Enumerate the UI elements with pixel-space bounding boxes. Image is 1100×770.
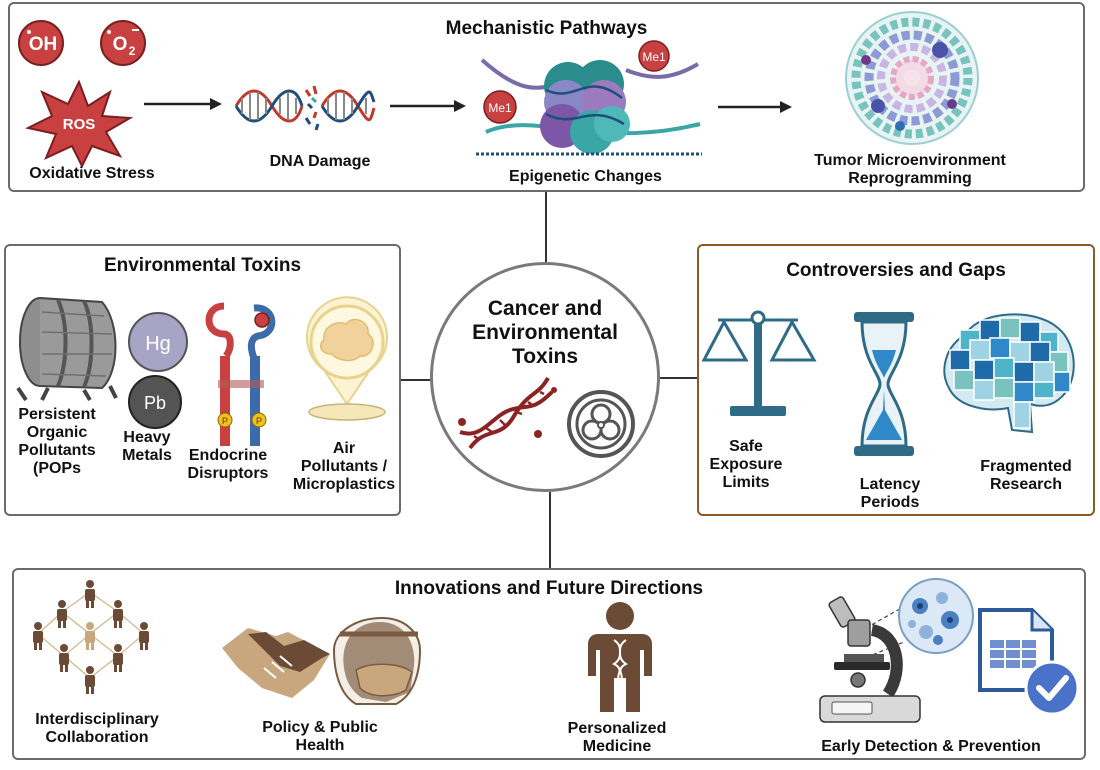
center-dna-icon bbox=[458, 376, 557, 450]
pb-label: Pb bbox=[144, 393, 166, 413]
o2-label: O bbox=[113, 34, 128, 55]
policy-line-2: Health bbox=[295, 737, 345, 754]
fragmented-line-2: Research bbox=[989, 476, 1063, 493]
face-shield-icon bbox=[332, 616, 422, 705]
pops-line-2: Organic bbox=[26, 424, 88, 441]
brain-puzzle-icon bbox=[943, 313, 1075, 434]
connector-left bbox=[400, 379, 432, 381]
handshake-icon bbox=[222, 628, 330, 698]
latency-line-1: Latency bbox=[859, 476, 921, 493]
superoxide-radical-icon: O 2 bbox=[100, 20, 146, 66]
collab-line-2: Collaboration bbox=[45, 729, 149, 746]
safe-line-3: Limits bbox=[722, 474, 770, 491]
environmental-toxins-title: Environmental Toxins bbox=[103, 255, 302, 276]
hydroxyl-radical-icon: OH bbox=[18, 20, 64, 66]
receptor-icon: P P bbox=[205, 302, 276, 446]
latency-periods-label: Latency Periods bbox=[840, 476, 940, 512]
connector-bottom bbox=[549, 492, 551, 570]
fragmented-line-1: Fragmented bbox=[980, 458, 1072, 475]
endocrine-disruptors-label: Endocrine Disruptors bbox=[178, 447, 278, 483]
mechanistic-pathways-title: Mechanistic Pathways bbox=[445, 18, 648, 39]
pops-line-1: Persistent bbox=[18, 406, 96, 423]
personalized-line-1: Personalized bbox=[567, 720, 667, 737]
epigenetic-changes-label: Epigenetic Changes bbox=[509, 168, 662, 185]
me1-top-label: Me1 bbox=[642, 50, 666, 64]
tumor-reprogramming-label: Tumor Microenvironment Reprogramming bbox=[790, 152, 1030, 188]
center-circle: Cancer and Environmental Toxins bbox=[430, 262, 660, 492]
oxidative-stress-label: Oxidative Stress bbox=[29, 165, 155, 182]
connector-top bbox=[545, 192, 547, 262]
collab-line-1: Interdisciplinary bbox=[35, 711, 159, 728]
mercury-icon: Hg bbox=[128, 312, 188, 372]
heavy-line-2: Metals bbox=[122, 447, 172, 464]
arrow-ros-to-dna bbox=[144, 98, 222, 110]
connector-right bbox=[660, 377, 698, 379]
endocrine-line-2: Disruptors bbox=[187, 465, 269, 482]
me1-left-label: Me1 bbox=[488, 101, 512, 115]
ros-burst-icon: ROS bbox=[25, 79, 134, 169]
nucleosome-icon: Me1 Me1 bbox=[476, 40, 702, 156]
heavy-metals-label: Heavy Metals bbox=[112, 429, 182, 465]
person-dna-icon bbox=[588, 602, 652, 712]
endocrine-line-1: Endocrine bbox=[188, 447, 268, 464]
safe-line-2: Exposure bbox=[709, 456, 783, 473]
air-line-3: Microplastics bbox=[292, 476, 396, 493]
policy-line-1: Policy & Public bbox=[262, 719, 378, 736]
hg-label: Hg bbox=[145, 333, 171, 355]
biohazard-icon bbox=[567, 390, 635, 458]
center-title: Cancer and Environmental Toxins bbox=[433, 297, 657, 369]
lead-icon: Pb bbox=[128, 375, 182, 429]
air-line-1: Air bbox=[332, 440, 356, 457]
arrow-epigenetic-to-tumor bbox=[718, 101, 792, 113]
pops-label: Persistent Organic Pollutants (POPs bbox=[2, 406, 112, 478]
tumor-line-2: Reprogramming bbox=[848, 170, 972, 187]
center-title-line-2: Environmental bbox=[472, 321, 618, 344]
oh-label: OH bbox=[29, 34, 58, 55]
phospho-left-label: P bbox=[222, 416, 228, 426]
safe-line-1: Safe bbox=[729, 438, 763, 455]
damaged-dna-icon bbox=[234, 85, 376, 131]
early-detection-label: Early Detection & Prevention bbox=[821, 738, 1041, 755]
latency-line-2: Periods bbox=[860, 494, 920, 511]
controversies-title: Controversies and Gaps bbox=[786, 260, 1006, 281]
air-pollutants-label: Air Pollutants / Microplastics bbox=[282, 440, 406, 494]
pops-line-4: (POPs bbox=[32, 460, 81, 477]
personalized-medicine-label: Personalized Medicine bbox=[552, 720, 682, 756]
center-title-line-3: Toxins bbox=[511, 345, 579, 368]
barrel-icon bbox=[16, 297, 118, 402]
personalized-line-2: Medicine bbox=[582, 738, 652, 755]
collaboration-label: Interdisciplinary Collaboration bbox=[22, 711, 172, 747]
safe-exposure-label: Safe Exposure Limits bbox=[698, 438, 794, 492]
hourglass-icon bbox=[854, 312, 914, 456]
center-title-line-1: Cancer and bbox=[487, 297, 603, 320]
microscope-icon bbox=[819, 596, 921, 723]
fragmented-research-label: Fragmented Research bbox=[962, 458, 1090, 494]
policy-label: Policy & Public Health bbox=[240, 719, 400, 755]
ros-label: ROS bbox=[63, 116, 96, 133]
phospho-right-label: P bbox=[256, 416, 262, 426]
heavy-line-1: Heavy bbox=[123, 429, 171, 446]
microplastics-lens-icon bbox=[306, 296, 388, 421]
innovations-title: Innovations and Future Directions bbox=[394, 578, 704, 599]
scale-icon bbox=[701, 310, 817, 416]
pops-line-3: Pollutants bbox=[18, 442, 96, 459]
dna-damage-label: DNA Damage bbox=[269, 153, 371, 170]
air-line-2: Pollutants / bbox=[300, 458, 388, 475]
tumor-line-1: Tumor Microenvironment bbox=[814, 152, 1006, 169]
magnified-cells-icon bbox=[898, 578, 974, 654]
people-network-icon bbox=[33, 580, 149, 694]
tumor-microenvironment-icon bbox=[845, 11, 979, 145]
o2-subscript: 2 bbox=[129, 44, 136, 58]
arrow-dna-to-epigenetic bbox=[390, 100, 466, 112]
checked-document-icon bbox=[978, 608, 1080, 716]
